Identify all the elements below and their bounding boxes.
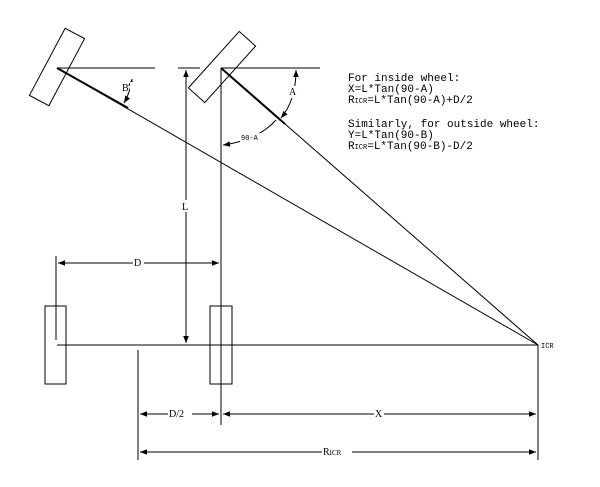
angle-90-a-label: 90-A (241, 135, 259, 143)
inside-wheel-title: For inside wheel: (348, 73, 460, 85)
r-icr-label: RICR (323, 447, 342, 458)
outside-r-formula: RICR=L*Tan(90-B)-D/2 (348, 141, 473, 153)
inside-x-formula: X=L*Tan(90-A) (348, 84, 434, 96)
outer-radius-line (56, 67, 539, 346)
l-label: L (182, 202, 188, 213)
x-label: X (375, 409, 383, 420)
angle-b-label: B (122, 83, 129, 94)
d-label: D (134, 258, 141, 269)
angle-b-arc (123, 78, 134, 104)
inside-r-formula: RICR=L*Tan(90-A)+D/2 (348, 95, 473, 107)
icr-label: ICR (541, 343, 554, 351)
formula-notes: For inside wheel: X=L*Tan(90-A) RICR=L*T… (348, 73, 539, 153)
angle-a-label: A (289, 87, 297, 98)
outside-wheel-title: Similarly, for outside wheel: (348, 119, 539, 131)
outside-y-formula: Y=L*Tan(90-B) (348, 130, 434, 142)
front-inner-wheel (187, 30, 257, 104)
d-half-label: D/2 (169, 409, 184, 420)
front-outer-wheel (28, 27, 86, 107)
